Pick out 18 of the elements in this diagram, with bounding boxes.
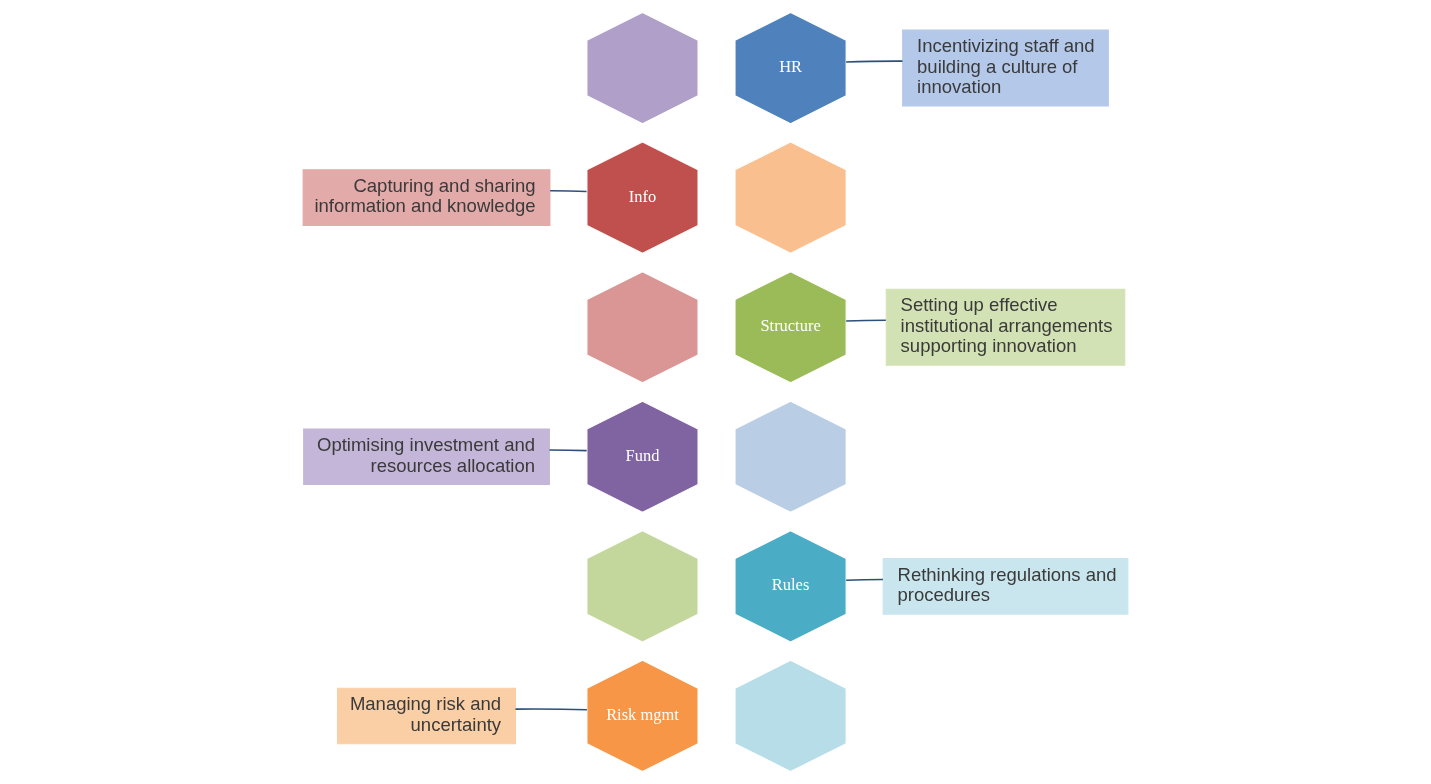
node-box: Setting up effective institutional arrangements supporting innovation: [885, 288, 1126, 366]
node-hexagon: [586, 271, 699, 384]
node-box: Incentivizing staff and building a culture of innovation: [902, 29, 1109, 107]
node-hexagon: [586, 530, 699, 643]
node-hexagon: [734, 659, 847, 773]
connector: [845, 578, 884, 581]
connector: [548, 449, 588, 452]
connector: [549, 190, 588, 193]
connector: [845, 319, 887, 322]
node-box: Optimising investment and resources allocation: [303, 428, 550, 486]
node-box: Rethinking regulations and procedures: [882, 558, 1129, 615]
node-hexagon: [734, 141, 847, 254]
node-hexagon: [586, 11, 699, 125]
connector: [514, 708, 588, 711]
node-box: Capturing and sharing information and knowledge: [302, 169, 551, 226]
node-box: Managing risk and uncertainty: [337, 687, 516, 745]
node-hexagon: [734, 400, 847, 513]
connector: [845, 60, 904, 63]
